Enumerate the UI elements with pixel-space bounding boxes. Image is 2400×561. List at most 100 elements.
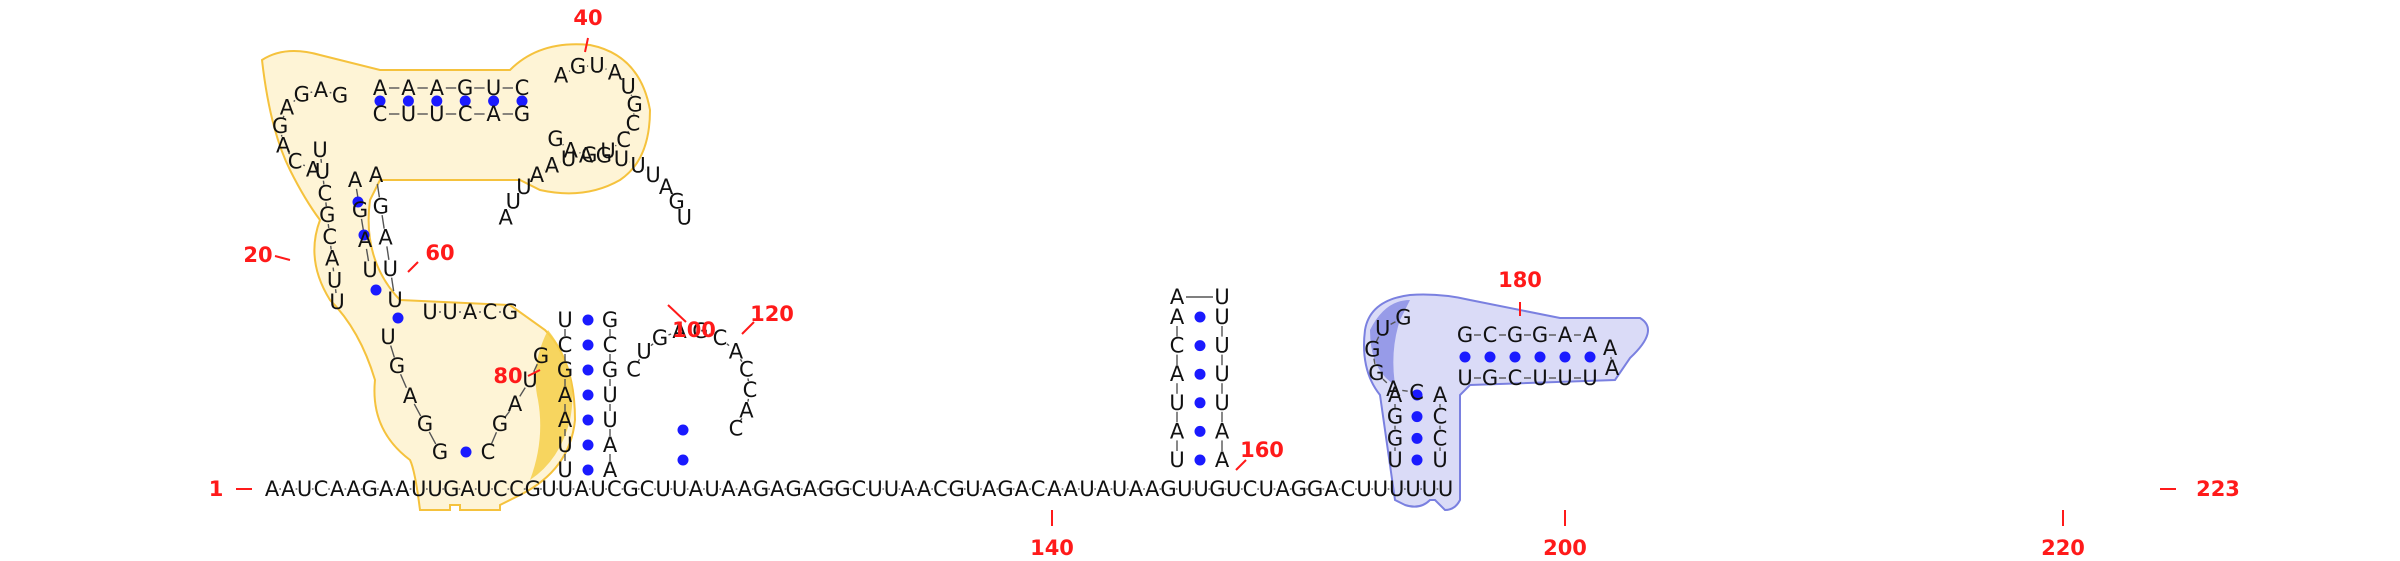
stem-nucleotide: U xyxy=(380,325,395,349)
hairpin-nucleotide: A xyxy=(1170,285,1185,309)
loop-nucleotide: A xyxy=(306,157,321,181)
stem-nucleotide: A xyxy=(558,383,573,407)
position-number: 20 xyxy=(243,243,272,267)
stem-nucleotide: C xyxy=(1433,426,1448,450)
baseline-nucleotide: A xyxy=(1275,477,1290,501)
backbone-bond xyxy=(302,164,306,167)
loop-nucleotide: U xyxy=(677,206,692,230)
position-number: 200 xyxy=(1543,536,1587,560)
base-pair-dot xyxy=(1194,425,1206,437)
backbone-bond xyxy=(365,248,370,262)
loop-nucleotide: G xyxy=(596,143,612,167)
backbone-bond xyxy=(637,358,641,363)
loop-nucleotide: U xyxy=(621,74,636,98)
backbone-bond xyxy=(1373,358,1376,365)
base-pair-dot xyxy=(460,446,472,458)
loop-nucleotide: A xyxy=(672,319,687,343)
loop-nucleotide: C xyxy=(288,149,303,173)
loop-nucleotide: C xyxy=(743,378,758,402)
stem-nucleotide: A xyxy=(348,168,363,192)
baseline-nucleotide: A xyxy=(770,477,785,501)
hairpin-nucleotide: A xyxy=(1170,419,1185,443)
baseline-nucleotide: C xyxy=(640,477,655,501)
baseline-nucleotide: U xyxy=(1356,477,1371,501)
hairpin-nucleotide: A xyxy=(1170,305,1185,329)
stem-nucleotide: A xyxy=(603,458,618,482)
loop-nucleotide: U xyxy=(327,268,342,292)
base-pair-dot xyxy=(677,424,689,436)
baseline-nucleotide: U xyxy=(656,477,671,501)
stem-nucleotide: A xyxy=(358,228,373,252)
backbone-bond xyxy=(614,144,617,147)
loop-nucleotide: U xyxy=(630,153,645,177)
baseline-nucleotide: C xyxy=(607,477,622,501)
helix-nucleotide: U xyxy=(1532,366,1547,390)
stem-nucleotide: G xyxy=(557,358,573,382)
hairpin-nucleotide: C xyxy=(1170,334,1185,358)
base-pairs xyxy=(352,95,1596,476)
base-pair-dot xyxy=(582,364,594,376)
base-pair-dot xyxy=(1411,411,1423,423)
helix-nucleotide: G xyxy=(1507,323,1523,347)
hairpin-nucleotide: U xyxy=(1169,391,1184,415)
backbone-bond xyxy=(413,403,422,417)
loop-nucleotide: A xyxy=(325,247,340,271)
stem-nucleotide: C xyxy=(481,440,496,464)
hairpin-nucleotide: A xyxy=(1215,448,1230,472)
loop-nucleotide: U xyxy=(506,189,521,213)
baseline-nucleotide: G xyxy=(818,477,834,501)
baseline-nucleotide: U xyxy=(1193,477,1208,501)
stem-nucleotide: U xyxy=(557,458,572,482)
base-pair-dot xyxy=(582,439,594,451)
baseline-nucleotide: G xyxy=(785,477,801,501)
backbone-bond xyxy=(360,218,365,232)
loop-nucleotide: G xyxy=(547,127,563,151)
baseline-nucleotide: A xyxy=(1015,477,1030,501)
loop-nucleotide: U xyxy=(645,163,660,187)
base-pair-dot xyxy=(402,95,414,107)
loop-nucleotide: C xyxy=(626,357,641,381)
backbone-bond xyxy=(533,363,538,373)
baseline-nucleotide: U xyxy=(1226,477,1241,501)
base-pair-dot xyxy=(352,196,364,208)
helix-nucleotide: C xyxy=(515,76,530,100)
stem-nucleotide: A xyxy=(508,392,523,416)
position-number: 220 xyxy=(2041,536,2085,560)
baseline-nucleotide: A xyxy=(346,477,361,501)
base-pair-dot xyxy=(1411,454,1423,466)
stem-nucleotide: A xyxy=(603,433,618,457)
backbone-bond xyxy=(739,417,743,422)
loop-nucleotide: G xyxy=(319,203,335,227)
loop-nucleotide: U xyxy=(614,147,629,171)
loop-nucleotide: A xyxy=(280,95,295,119)
helix-nucleotide: G xyxy=(1457,323,1473,347)
base-pair-dot xyxy=(1194,397,1206,409)
baseline-nucleotide: A xyxy=(330,477,345,501)
loop-nucleotide: C xyxy=(739,357,754,381)
loop-nucleotide: A xyxy=(530,163,545,187)
loop-nucleotide: U xyxy=(1375,317,1390,341)
base-pair-dot xyxy=(582,464,594,476)
base-pair-dot xyxy=(374,95,386,107)
helix-nucleotide: U xyxy=(1582,366,1597,390)
baseline-nucleotide: G xyxy=(1307,477,1323,501)
position-number: 140 xyxy=(1030,536,1074,560)
loop-nucleotide: G xyxy=(272,114,288,138)
helix-nucleotide: G xyxy=(514,102,530,126)
loop-nucleotide: G xyxy=(294,82,310,106)
base-pair-dot xyxy=(1194,368,1206,380)
backbone-bond xyxy=(1402,389,1408,392)
baseline-nucleotide: A xyxy=(1047,477,1062,501)
base-pair-dot xyxy=(1584,351,1596,363)
helix-nucleotide: U xyxy=(401,102,416,126)
stem-nucleotide: C xyxy=(558,333,573,357)
stem-nucleotide: G xyxy=(492,412,508,436)
number-tick xyxy=(407,261,419,273)
stem-nucleotide: U xyxy=(557,308,572,332)
loop-nucleotide: C xyxy=(729,417,744,441)
backbone-bond xyxy=(381,215,385,229)
position-number: 160 xyxy=(1240,438,1284,462)
loop-nucleotide: A xyxy=(739,399,754,423)
backbone-bond xyxy=(668,333,672,336)
base-pair-dot xyxy=(370,284,382,296)
